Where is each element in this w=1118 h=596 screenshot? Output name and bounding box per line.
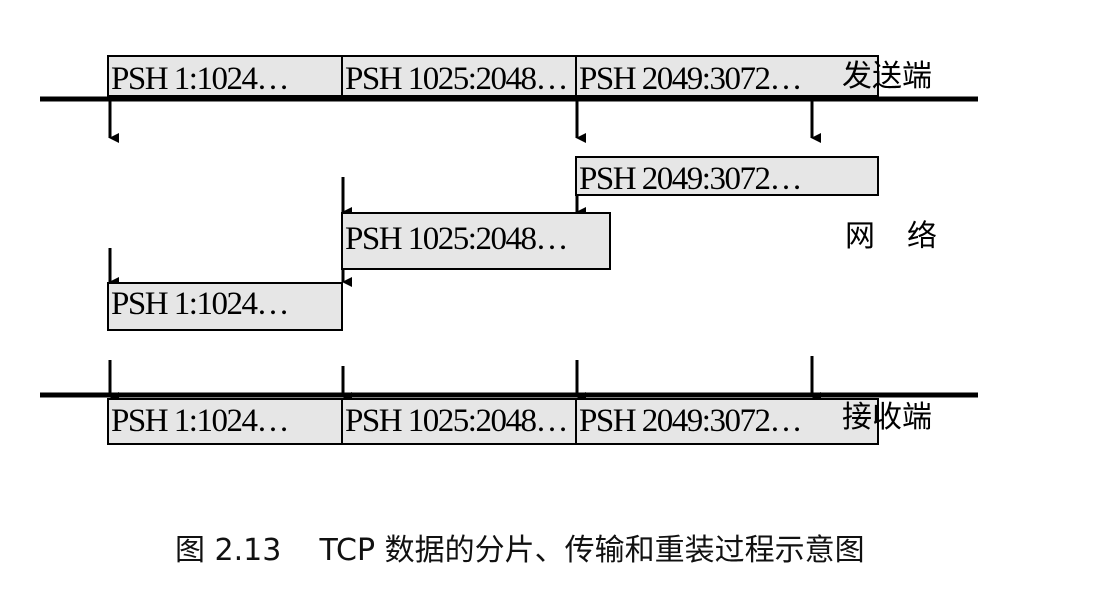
network-section: PSH 2049:3072… PSH 1025:2048… 网 络 PSH 1:… <box>107 156 937 331</box>
sender-segment-3-label: PSH 2049:3072… <box>579 61 801 97</box>
sender-segment-2-box <box>341 55 577 97</box>
receiver-segment-3-box <box>575 398 879 445</box>
network-segment-2-label: PSH 1025:2048… <box>345 221 567 257</box>
network-label-char-2: 络 <box>907 219 937 254</box>
network-segment-1-label: PSH 1:1024… <box>111 286 288 322</box>
receiver-label: 接收端 <box>842 400 932 435</box>
receiver-row: PSH 1:1024… PSH 1025:2048… PSH 2049:3072… <box>40 356 978 445</box>
network-label-char-1: 网 <box>845 219 875 254</box>
sender-segment-2-label: PSH 1025:2048… <box>345 61 567 97</box>
sender-segment-1-label: PSH 1:1024… <box>111 61 288 97</box>
figure-caption: 图 2.13 TCP 数据的分片、传输和重装过程示意图 <box>175 533 865 568</box>
sender-segment-1-box <box>107 55 343 97</box>
sender-row: PSH 1:1024… PSH 1025:2048… PSH 2049:3072… <box>40 55 978 143</box>
network-segment-2-box <box>341 212 611 270</box>
network-segment-3-box <box>575 156 879 196</box>
network-segment-1-box <box>107 282 343 331</box>
receiver-segment-1-label: PSH 1:1024… <box>111 403 288 439</box>
sender-label: 发送端 <box>842 59 932 94</box>
receiver-segment-2-label: PSH 1025:2048… <box>345 403 567 439</box>
sender-segment-3-box <box>575 55 879 97</box>
network-segment-3-label: PSH 2049:3072… <box>579 161 801 197</box>
receiver-segment-3-label: PSH 2049:3072… <box>579 403 801 439</box>
receiver-segment-1-box <box>107 398 343 445</box>
